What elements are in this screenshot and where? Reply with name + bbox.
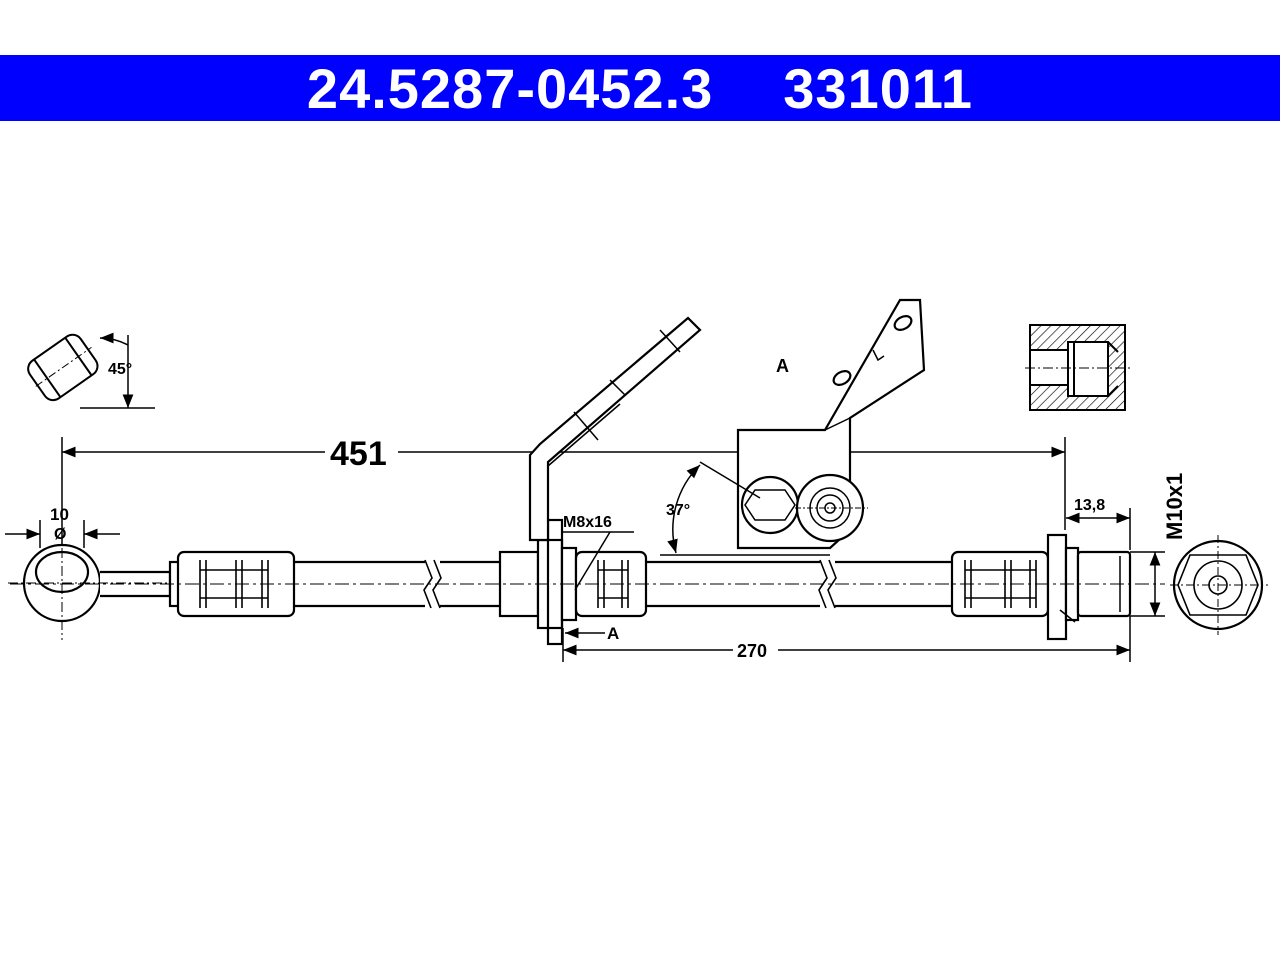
length-dimension-270 — [562, 616, 1131, 662]
fitting-section-detail — [1025, 324, 1130, 411]
title-bar: 24.5287-0452.3 331011 — [0, 55, 1280, 121]
section-length-label: 270 — [737, 641, 767, 661]
total-length-label: 451 — [330, 435, 387, 473]
diameter-symbol: Ø — [54, 526, 66, 543]
bracket-view-a — [736, 298, 926, 550]
fitting-end-view — [1170, 535, 1268, 635]
bracket-view-label: A — [776, 356, 789, 376]
part-number: 24.5287-0452.3 — [306, 56, 714, 120]
banjo-size-dimension — [5, 520, 120, 548]
flare-angle-label: 45° — [108, 361, 132, 378]
banjo-size-label: 10 — [50, 505, 69, 524]
nut-width-label: 13,8 — [1074, 497, 1105, 514]
thread-dimension — [1130, 551, 1165, 617]
view-a-arrow-label: A — [607, 624, 619, 643]
reference-number: 331011 — [783, 56, 974, 120]
thread-spec-label: M10x1 — [1162, 473, 1187, 540]
length-dimension-451 — [61, 437, 1066, 560]
hose-body — [10, 518, 1165, 646]
flare-detail — [27, 332, 155, 409]
bracket-angle-dimension — [660, 461, 830, 556]
bolt-spec-leader — [562, 531, 634, 591]
nut-width-dimension — [1066, 508, 1131, 550]
bolt-spec-label: M8x16 — [563, 514, 612, 531]
bent-bracket — [528, 316, 702, 542]
bracket-angle-label: 37° — [666, 502, 690, 519]
banjo-fitting — [8, 530, 180, 640]
